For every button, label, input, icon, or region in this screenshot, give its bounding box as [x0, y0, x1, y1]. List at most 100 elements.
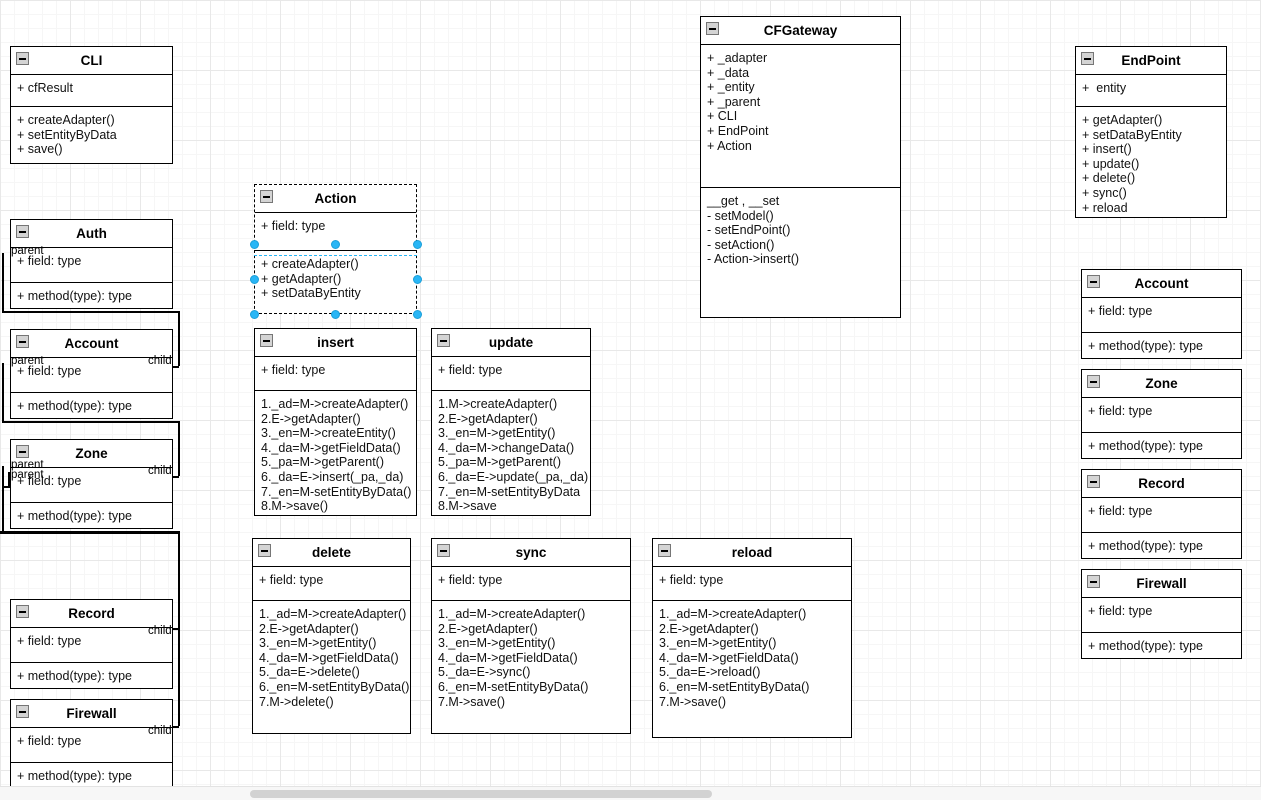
- uml-class-title-row: Zone: [11, 440, 172, 468]
- selection-handle-bottom-right[interactable]: [412, 309, 422, 319]
- selection-handle-mid-left[interactable]: [249, 274, 259, 284]
- uml-method: - Action->insert(): [707, 252, 800, 267]
- uml-method: + sync(): [1082, 185, 1127, 200]
- uml-class-account-right[interactable]: Account+ field: type+ method(type): type: [1081, 269, 1242, 359]
- uml-method-compartment: + createAdapter()+ getAdapter()+ setData…: [255, 251, 416, 307]
- uml-class-cfgateway[interactable]: CFGateway+ _adapter+ _data+ _entity+ _pa…: [700, 16, 901, 318]
- uml-method: + method(type): type: [1088, 339, 1203, 353]
- horizontal-scrollbar[interactable]: [0, 786, 1261, 800]
- collapse-minus-icon[interactable]: [658, 544, 671, 557]
- uml-class-firewall-left[interactable]: Firewall+ field: type+ method(type): typ…: [10, 699, 173, 786]
- uml-method: + insert(): [1082, 142, 1132, 157]
- uml-class-record-right[interactable]: Record+ field: type+ method(type): type: [1081, 469, 1242, 559]
- uml-class-name: Record: [68, 606, 115, 621]
- uml-attribute: + _data: [707, 65, 750, 80]
- uml-attribute-compartment: + field: type: [1082, 398, 1241, 433]
- selection-handle-bottom-left[interactable]: [249, 309, 259, 319]
- uml-attribute: + field: type: [261, 363, 326, 377]
- uml-attribute: + field: type: [17, 474, 82, 488]
- collapse-minus-icon[interactable]: [16, 335, 29, 348]
- connector-segment: [2, 486, 12, 488]
- collapse-minus-icon[interactable]: [16, 225, 29, 238]
- uml-class-action[interactable]: Action+ field: type+ createAdapter()+ ge…: [254, 184, 417, 314]
- uml-class-endpoint[interactable]: EndPoint+ entity+ getAdapter()+ setDataB…: [1075, 46, 1227, 218]
- collapse-minus-icon[interactable]: [1087, 375, 1100, 388]
- uml-class-name: reload: [731, 545, 773, 560]
- collapse-minus-icon[interactable]: [1081, 52, 1094, 65]
- collapse-minus-icon[interactable]: [16, 445, 29, 458]
- uml-class-firewall-right[interactable]: Firewall+ field: type+ method(type): typ…: [1081, 569, 1242, 659]
- uml-class-zone-right[interactable]: Zone+ field: type+ method(type): type: [1081, 369, 1242, 459]
- collapse-minus-icon[interactable]: [1087, 575, 1100, 588]
- uml-attribute: + field: type: [17, 734, 82, 748]
- uml-attribute: + CLI: [707, 109, 738, 124]
- uml-method: 7.M->save(): [659, 694, 727, 709]
- uml-attribute: + _entity: [707, 80, 755, 95]
- connector-segment: [178, 531, 180, 628]
- uml-method: + method(type): type: [17, 289, 132, 303]
- uml-attribute: + EndPoint: [707, 123, 769, 138]
- uml-method: 6._en=M-setEntityByData(): [259, 679, 410, 694]
- uml-class-zone-left[interactable]: Zone + field: type + method(type): type: [10, 439, 173, 529]
- uml-attribute: + _adapter: [707, 51, 768, 65]
- uml-method: 2.E->getAdapter(): [259, 621, 359, 636]
- selection-handle-top-center[interactable]: [331, 239, 340, 249]
- uml-method: 1._ad=M->createAdapter(): [659, 607, 807, 621]
- uml-method: 6._da=E->insert(_pa,_da): [261, 469, 404, 484]
- collapse-minus-icon[interactable]: [260, 190, 273, 203]
- collapse-minus-icon[interactable]: [16, 705, 29, 718]
- uml-class-record-left[interactable]: Record + field: type + method(type): type: [10, 599, 173, 689]
- selection-handle-bottom-center[interactable]: [331, 309, 340, 319]
- uml-method-compartment: __get , __set- setModel()- setEndPoint()…: [701, 188, 900, 273]
- uml-attribute: + entity: [1082, 81, 1127, 95]
- uml-method: + save(): [17, 142, 63, 157]
- uml-method-compartment: 1._ad=M->createAdapter()2.E->getAdapter(…: [653, 601, 851, 715]
- collapse-minus-icon[interactable]: [1087, 275, 1100, 288]
- uml-method: + delete(): [1082, 171, 1136, 186]
- uml-class-account-left[interactable]: Account+ field: type+ method(type): type: [10, 329, 173, 419]
- uml-class-title-row: CFGateway: [701, 17, 900, 45]
- collapse-minus-icon[interactable]: [1087, 475, 1100, 488]
- collapse-minus-icon[interactable]: [437, 544, 450, 557]
- edge-label-zone-parent-2: parent: [11, 469, 44, 481]
- uml-class-title-row: reload: [653, 539, 851, 567]
- uml-attribute-compartment: + field: type: [253, 567, 410, 601]
- uml-method: 7._en=M-setEntityByData(): [261, 484, 412, 499]
- selection-handle-mid-right[interactable]: [412, 274, 422, 284]
- uml-method: 6._da=E->update(_pa,_da): [438, 469, 589, 484]
- uml-class-title-row: Auth: [11, 220, 172, 248]
- uml-method: 3._en=M->getEntity(): [259, 636, 377, 651]
- uml-class-name: sync: [515, 545, 547, 560]
- collapse-minus-icon[interactable]: [16, 605, 29, 618]
- selection-handle-top-left[interactable]: [249, 239, 259, 249]
- uml-method: 2.E->getAdapter(): [261, 411, 361, 426]
- uml-method: + method(type): type: [17, 669, 132, 683]
- uml-attribute-compartment: + field: type: [11, 628, 172, 663]
- uml-class-auth[interactable]: Auth+ field: type+ method(type): type: [10, 219, 173, 309]
- collapse-minus-icon[interactable]: [706, 22, 719, 35]
- uml-method: + method(type): type: [17, 509, 132, 523]
- uml-method: 6._en=M-setEntityByData(): [659, 679, 810, 694]
- collapse-minus-icon[interactable]: [258, 544, 271, 557]
- collapse-minus-icon[interactable]: [260, 334, 273, 347]
- uml-class-cli[interactable]: CLI+ cfResult+ createAdapter()+ setEntit…: [10, 46, 173, 164]
- collapse-minus-icon[interactable]: [437, 334, 450, 347]
- scrollbar-thumb[interactable]: [250, 790, 712, 798]
- collapse-minus-icon[interactable]: [16, 52, 29, 65]
- uml-attribute-compartment: + field: type: [1082, 498, 1241, 533]
- uml-method-compartment: + method(type): type: [11, 283, 172, 310]
- selection-handle-top-right[interactable]: [412, 239, 422, 249]
- uml-class-name: Account: [1134, 276, 1189, 291]
- uml-class-title-row: Firewall: [1082, 570, 1241, 598]
- uml-method: + setEntityByData: [17, 127, 117, 142]
- uml-attribute: + field: type: [261, 219, 326, 233]
- uml-attribute-compartment: + field: type: [1082, 598, 1241, 633]
- uml-class-title-row: Record: [11, 600, 172, 628]
- uml-method-compartment: + method(type): type: [11, 763, 172, 786]
